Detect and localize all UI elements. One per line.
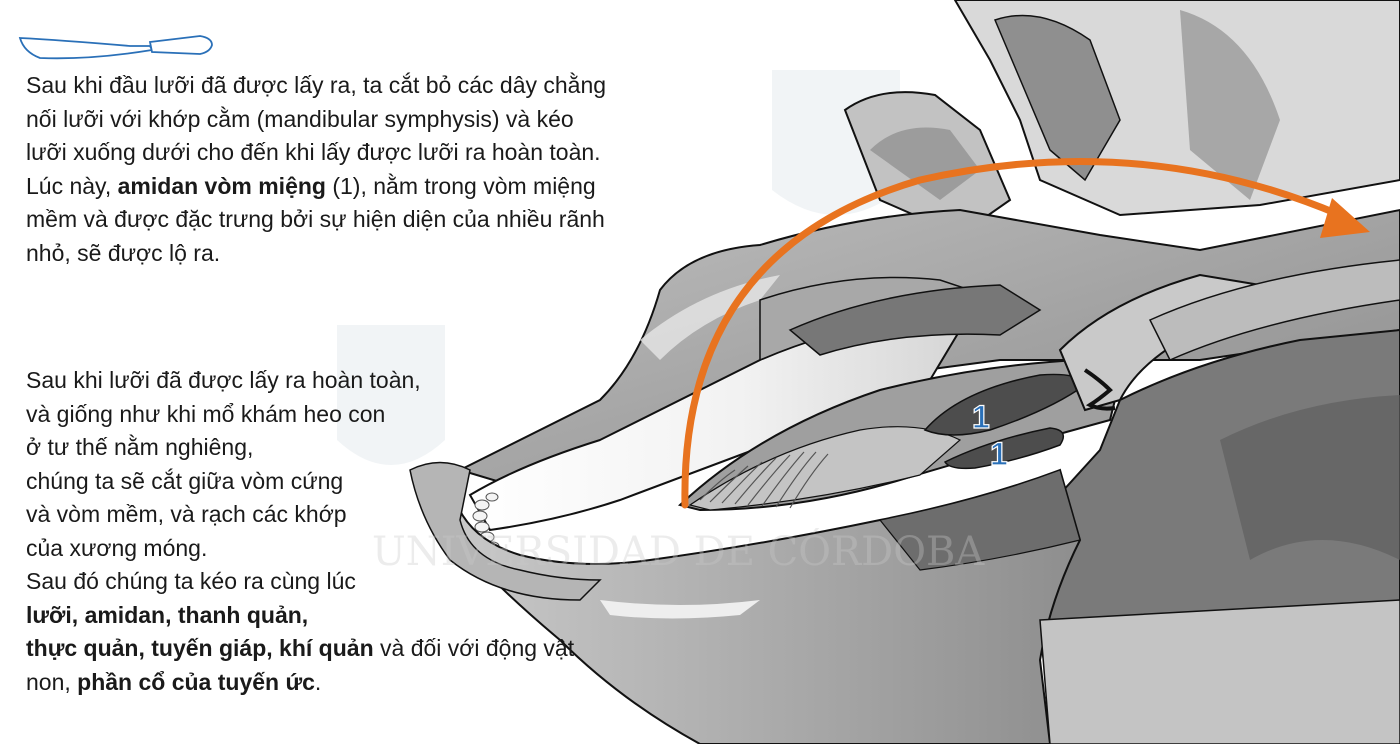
neck-band-upper	[1148, 259, 1400, 361]
paragraph-line: nối lưỡi với khớp cằm (mandibular symphy…	[26, 105, 574, 132]
cranium-fold	[1180, 10, 1280, 200]
cranium-shadow	[993, 14, 1121, 182]
cranium-upper-left-shadow	[870, 127, 980, 200]
term-thymus: phần cổ của tuyến ức	[77, 668, 315, 695]
term-organs: thực quản, tuyến giáp, khí quản	[26, 635, 374, 661]
pull-direction-arrowhead	[1320, 198, 1370, 238]
paragraph-line: Sau khi đầu lưỡi đã được lấy ra, ta cắt …	[26, 72, 607, 98]
knife-icon	[18, 35, 213, 60]
paragraph-line: ở tư thế nằm nghiêng,	[26, 434, 254, 460]
palatine-tonsil-lower	[943, 427, 1065, 470]
text-run: .	[314, 668, 322, 695]
text-run: (1), nằm trong vòm miệng	[325, 172, 596, 199]
lower-jaw-highlight	[600, 600, 760, 619]
paragraph-line: lưỡi xuống dưới cho đến khi lấy được lưỡ…	[26, 139, 601, 165]
incisor-teeth	[472, 492, 500, 551]
term-organs: lưỡi, amidan, thanh quản,	[26, 601, 309, 628]
text-run: và đối với động vật	[373, 635, 575, 661]
paragraph-line: mềm và được đặc trưng bởi sự hiện diện c…	[26, 206, 605, 232]
palate-shading-dark	[788, 284, 1042, 356]
text-run: Lúc này,	[26, 172, 118, 199]
paragraph-line: thực quản, tuyến giáp, khí quản và đối v…	[26, 632, 574, 666]
paragraph-organ-extraction: Sau khi lưỡi đã được lấy ra hoàn toàn, v…	[26, 364, 574, 699]
paragraph-line: nhỏ, sẽ được lộ ra.	[26, 239, 221, 266]
paragraph-line: và giống như khi mổ khám heo con	[26, 400, 386, 427]
paragraph-line: của xương móng.	[26, 534, 208, 561]
palatine-grooves	[699, 451, 829, 509]
lower-jaw-lip	[409, 461, 602, 601]
paragraph-line: chúng ta sẽ cắt giữa vòm cứng	[26, 467, 344, 494]
paragraph-tongue-removal: Sau khi đầu lưỡi đã được lấy ra, ta cắt …	[26, 69, 606, 270]
paragraph-line: Sau đó chúng ta kéo ra cùng lúc	[26, 568, 356, 594]
paragraph-line: Lúc này, amidan vòm miệng (1), nằm trong…	[26, 170, 606, 204]
term-palatine-tonsil: amidan vòm miệng	[117, 172, 326, 199]
paragraph-line: non, phần cổ của tuyến ức.	[26, 666, 574, 700]
pull-direction-arrow	[681, 157, 1344, 509]
paragraph-line: và vòm mềm, và rạch các khớp	[26, 501, 347, 527]
tonsil-label-lower: 1	[990, 436, 1008, 472]
paragraph-line: Sau khi lưỡi đã được lấy ra hoàn toàn,	[26, 367, 421, 393]
text-run: non,	[26, 668, 78, 695]
epiglottis-edge	[1083, 368, 1116, 411]
lower-jaw-dark	[878, 469, 1081, 571]
watermark-text: UNIVERSIDAD DE CÓRDOBA	[372, 528, 985, 575]
tonsil-label-upper: 1	[972, 399, 990, 435]
lower-neck	[1039, 599, 1400, 744]
paragraph-line: lưỡi, amidan, thanh quản,	[26, 599, 574, 633]
neck-fold	[1220, 395, 1400, 560]
hard-palate	[468, 318, 962, 532]
